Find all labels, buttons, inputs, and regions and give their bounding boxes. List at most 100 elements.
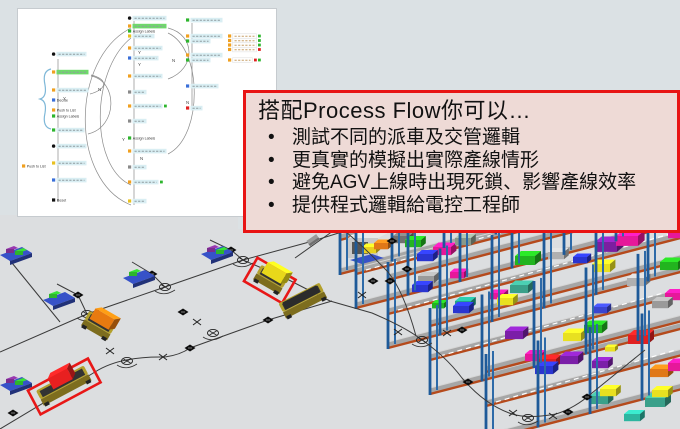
load-station — [123, 269, 155, 288]
cross-marker — [158, 353, 168, 361]
load-station — [201, 245, 233, 264]
diamond-marker — [562, 408, 574, 416]
flow-node — [186, 83, 219, 89]
flow-node — [128, 55, 159, 61]
flow-node — [128, 164, 147, 170]
rack-box — [584, 320, 608, 334]
cross-marker — [508, 409, 518, 417]
rack-box — [652, 297, 673, 309]
diamond-marker — [7, 409, 19, 417]
rack-box — [418, 272, 439, 284]
rack-box — [660, 257, 680, 271]
rack-box — [412, 281, 433, 293]
flow-node — [186, 105, 203, 111]
callout-bullet: 更真實的模擬出實際產線情形 — [258, 150, 677, 173]
rack-box — [515, 251, 541, 265]
rack-box — [652, 386, 673, 398]
flow-node — [52, 69, 89, 75]
cross-marker — [192, 318, 202, 326]
agv — [81, 307, 121, 342]
branch-label: N — [98, 87, 101, 92]
rack-box — [563, 328, 587, 342]
rack-box — [455, 234, 476, 246]
flow-node — [128, 45, 163, 51]
callout-title: 搭配Process Flow你可以… — [258, 98, 532, 123]
flow-node — [228, 57, 261, 63]
rack-box — [624, 410, 645, 422]
flow-node — [128, 103, 167, 109]
control-point-node — [154, 282, 176, 295]
branch-label: Y — [138, 50, 141, 55]
flow-node — [186, 17, 223, 23]
flow-node — [186, 57, 211, 63]
flow-node: Reset — [52, 198, 66, 203]
callout-bullet: 提供程式邏輯給電控工程師 — [258, 195, 677, 218]
svg-text:Reset: Reset — [57, 199, 66, 203]
flow-loop-arc — [89, 74, 104, 95]
cross-marker — [442, 329, 452, 337]
flow-node — [186, 52, 223, 58]
flow-node — [128, 89, 147, 95]
flow-loop-arc — [99, 37, 132, 186]
flow-node — [52, 160, 87, 166]
branch-label: N — [172, 58, 175, 63]
control-point-node — [411, 335, 433, 348]
agv-path — [242, 259, 416, 336]
control-point-node — [232, 255, 254, 268]
load-station — [43, 291, 75, 310]
agv-path-network — [0, 225, 646, 429]
flow-node: Decide — [52, 98, 68, 103]
rack-box — [592, 357, 613, 369]
flow-node — [128, 73, 163, 79]
rack-box — [573, 253, 592, 264]
branch-label: Y — [138, 62, 141, 67]
diamond-marker — [184, 344, 196, 352]
flow-node: Assign Labels — [128, 29, 155, 34]
rack-box — [593, 303, 612, 314]
flow-node — [52, 177, 87, 183]
flow-node — [52, 127, 85, 133]
agv-path — [344, 230, 417, 337]
agv — [242, 255, 298, 305]
callout-bullet: 避免AGV上線時出現死鎖、影響產線效率 — [258, 172, 677, 195]
svg-text:Assign Labels: Assign Labels — [133, 137, 156, 141]
flow-node — [51, 143, 87, 149]
flow-loop-arc — [87, 75, 112, 135]
diamond-marker — [386, 237, 398, 245]
control-point-node — [116, 356, 138, 369]
flow-node — [128, 33, 155, 39]
rack-box — [605, 344, 618, 352]
cross-marker — [357, 291, 367, 299]
rack-box — [560, 351, 584, 365]
flow-node: Push to List — [52, 108, 76, 113]
flow-node — [52, 87, 89, 93]
diamond-marker — [262, 316, 274, 324]
svg-text:Assign Labels: Assign Labels — [57, 115, 80, 119]
cross-marker — [105, 347, 115, 355]
flow-node — [127, 15, 167, 21]
branch-label: N — [186, 100, 189, 105]
flow-node — [228, 38, 261, 44]
diamond-marker — [581, 393, 593, 401]
branch-label: N — [140, 156, 143, 161]
flow-node — [228, 42, 261, 48]
control-point-node — [202, 328, 224, 341]
callout-bullets: 測試不同的派車及交管邏輯更真實的模擬出實際產線情形避免AGV上線時出現死鎖、影響… — [258, 127, 677, 217]
diamond-marker — [384, 277, 396, 285]
flow-loop-arc — [84, 27, 132, 206]
rack-box — [668, 358, 680, 372]
flow-node — [128, 118, 147, 124]
rack-box — [665, 289, 680, 301]
flow-loop-arc — [167, 32, 195, 155]
flow-loop-arc — [167, 27, 190, 80]
flow-node — [128, 198, 147, 204]
flow-node — [51, 51, 87, 57]
cross-marker — [548, 412, 558, 420]
flow-node — [228, 47, 261, 53]
diamond-marker — [72, 291, 84, 299]
load-station — [0, 376, 32, 395]
diamond-marker — [367, 277, 379, 285]
load-station — [0, 246, 32, 265]
